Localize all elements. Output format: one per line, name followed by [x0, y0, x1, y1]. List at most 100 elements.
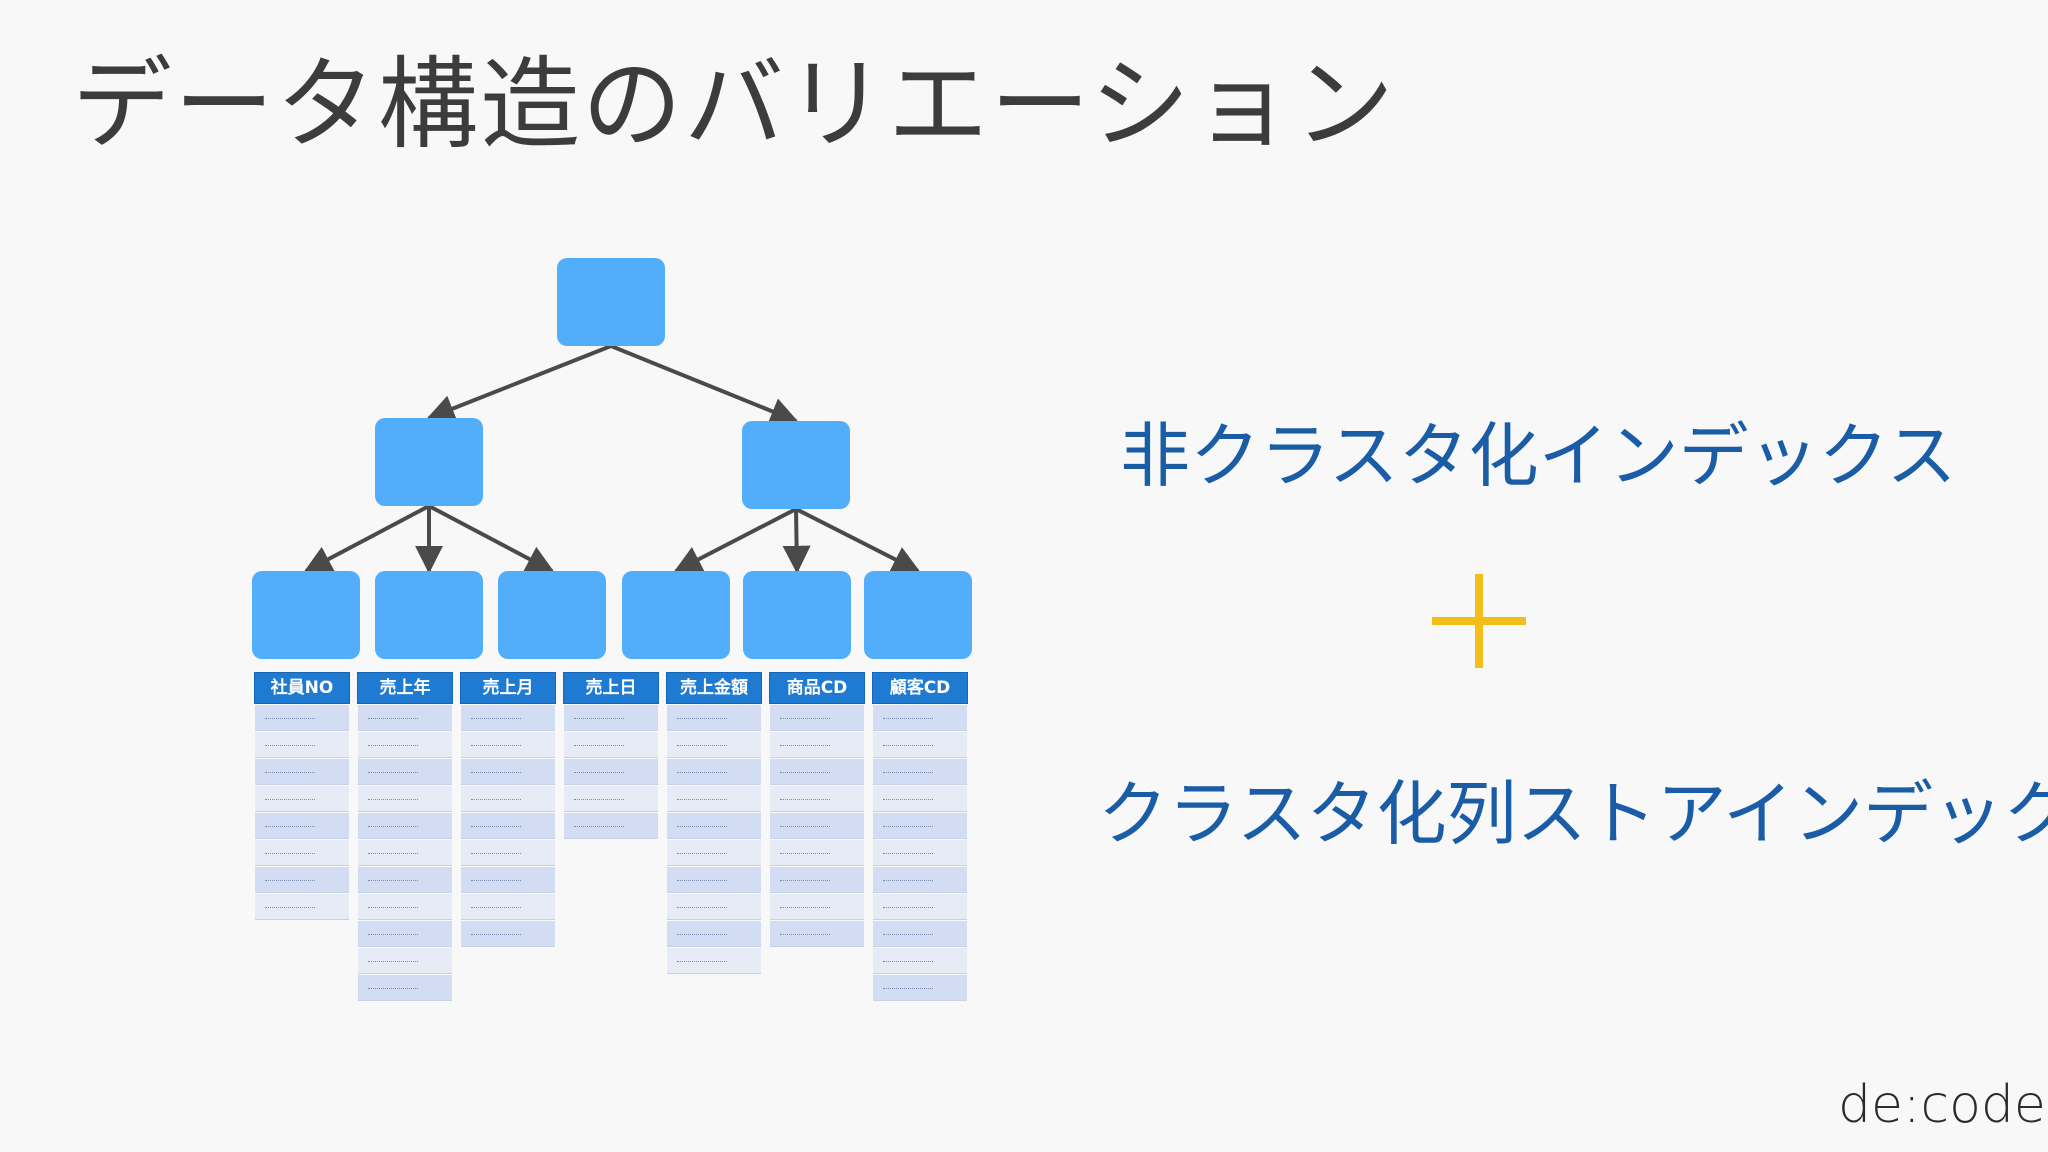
edge-leaf-1 [303, 504, 430, 573]
column-header: 顧客CD [872, 672, 968, 704]
tree-edges [303, 344, 921, 574]
leaf-node-5 [743, 571, 851, 659]
column-header: 売上金額 [666, 672, 762, 704]
column-cell [873, 894, 967, 920]
column-cell [461, 732, 555, 758]
column-cell [358, 759, 452, 785]
column-cell [667, 732, 761, 758]
leaf-node-2 [375, 571, 483, 659]
leaf-node-1 [252, 571, 360, 659]
column-cell [255, 867, 349, 893]
column-1: 社員NO [254, 672, 350, 920]
column-cell [667, 894, 761, 920]
column-cell [873, 975, 967, 1001]
column-cell [873, 921, 967, 947]
column-cell [873, 867, 967, 893]
column-cell [564, 705, 658, 731]
column-cell [873, 705, 967, 731]
column-cell [461, 813, 555, 839]
column-cell [255, 759, 349, 785]
column-cell [358, 975, 452, 1001]
column-cell [358, 705, 452, 731]
column-cell [873, 732, 967, 758]
column-cell [358, 948, 452, 974]
column-cell [461, 705, 555, 731]
column-cell [358, 732, 452, 758]
column-cell [873, 786, 967, 812]
column-cell [255, 840, 349, 866]
edge-leaf-4 [673, 507, 797, 573]
column-cell [358, 894, 452, 920]
column-cell [358, 813, 452, 839]
column-cell [667, 948, 761, 974]
column-cell [255, 786, 349, 812]
column-header: 売上日 [563, 672, 659, 704]
column-header: 売上月 [460, 672, 556, 704]
column-cell [461, 894, 555, 920]
column-header: 商品CD [769, 672, 865, 704]
column-cell [873, 813, 967, 839]
column-cell [461, 759, 555, 785]
column-3: 売上月 [460, 672, 556, 947]
root-node [557, 258, 665, 346]
column-cell [667, 840, 761, 866]
edge-root-right [610, 344, 799, 425]
column-cell [667, 921, 761, 947]
columnstore-index-label: クラスタ化列ストアインデックス [1098, 773, 2048, 855]
column-cell [770, 705, 864, 731]
column-5: 売上金額 [666, 672, 762, 974]
column-header: 売上年 [357, 672, 453, 704]
column-cell [255, 705, 349, 731]
column-2: 売上年 [357, 672, 453, 1001]
column-cell [255, 732, 349, 758]
leaf-node-4 [622, 571, 730, 659]
column-cell [358, 786, 452, 812]
column-cell [770, 786, 864, 812]
column-cell [461, 867, 555, 893]
column-7: 顧客CD [872, 672, 968, 1001]
column-cell [255, 813, 349, 839]
column-cell [461, 921, 555, 947]
column-cell [770, 921, 864, 947]
column-cell [564, 786, 658, 812]
plus-icon [1432, 574, 1526, 668]
column-cell [873, 840, 967, 866]
column-cell [667, 867, 761, 893]
column-cell [564, 813, 658, 839]
edge-leaf-6 [795, 507, 921, 573]
leaf-node-3 [498, 571, 606, 659]
column-cell [564, 759, 658, 785]
column-6: 商品CD [769, 672, 865, 947]
edge-leaf-3 [428, 504, 555, 573]
column-cell [770, 732, 864, 758]
column-cell [770, 840, 864, 866]
nonclustered-index-label: 非クラスタ化インデックス [1120, 415, 1957, 497]
column-cell [358, 840, 452, 866]
column-header: 社員NO [254, 672, 350, 704]
slide-title: データ構造のバリエーション [72, 46, 1396, 163]
branch-node-1 [375, 418, 483, 506]
edge-root-left [426, 344, 612, 422]
column-cell [770, 759, 864, 785]
column-cell [358, 921, 452, 947]
column-cell [667, 786, 761, 812]
column-cell [255, 894, 349, 920]
column-cell [667, 705, 761, 731]
column-cell [667, 813, 761, 839]
column-cell [770, 867, 864, 893]
column-cell [667, 759, 761, 785]
column-cell [873, 948, 967, 974]
column-cell [873, 759, 967, 785]
column-cell [358, 867, 452, 893]
brand-logo: de:code [1838, 1075, 2046, 1135]
leaf-node-6 [864, 571, 972, 659]
column-4: 売上日 [563, 672, 659, 839]
tree-nodes [252, 258, 972, 659]
column-cell [461, 786, 555, 812]
column-cell [770, 894, 864, 920]
column-cell [461, 840, 555, 866]
branch-node-2 [742, 421, 850, 509]
edge-leaf-5 [782, 508, 811, 574]
column-cell [770, 813, 864, 839]
